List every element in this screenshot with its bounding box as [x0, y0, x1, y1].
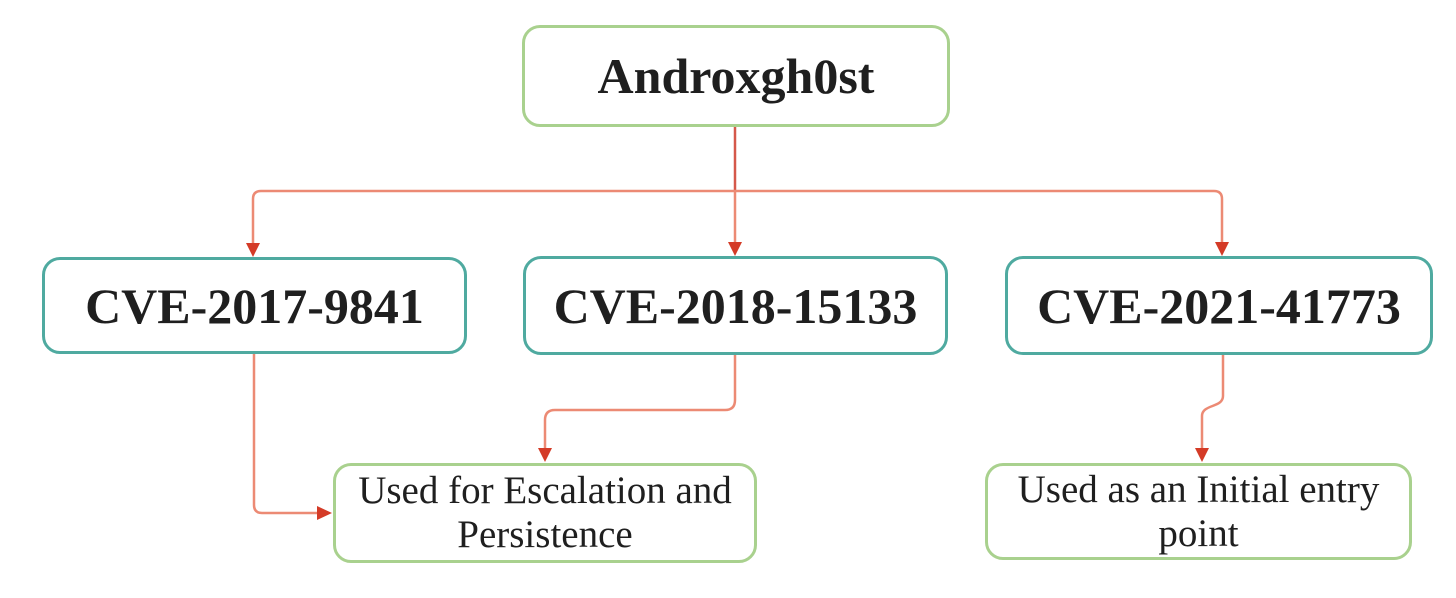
node-initial-entry-point-label: Used as an Initial entry point	[1017, 467, 1380, 555]
node-androxgh0st: Androxgh0st	[522, 25, 950, 127]
arrowhead-down-cve2-icon	[728, 242, 742, 256]
edge-bus-root-to-cve1-cve3	[251, 189, 1224, 243]
edge-cve2-to-escalation	[543, 355, 737, 448]
arrowhead-down-escalation-icon	[538, 448, 552, 462]
node-cve-2017-9841-label: CVE-2017-9841	[85, 277, 424, 334]
node-cve-2021-41773-label: CVE-2021-41773	[1037, 277, 1401, 334]
node-cve-2017-9841: CVE-2017-9841	[42, 257, 467, 354]
edge-cve1-to-escalation	[252, 354, 317, 515]
arrowhead-right-escalation-icon	[317, 506, 332, 520]
node-initial-entry-point: Used as an Initial entry point	[985, 463, 1412, 560]
node-cve-2021-41773: CVE-2021-41773	[1005, 256, 1433, 355]
node-escalation-persistence-label: Used for Escalation and Persistence	[358, 469, 732, 556]
arrowhead-down-entry-icon	[1195, 448, 1209, 462]
node-androxgh0st-label: Androxgh0st	[597, 48, 875, 104]
arrowhead-down-cve3-icon	[1215, 242, 1229, 256]
arrowhead-down-cve1-icon	[246, 243, 260, 257]
node-cve-2018-15133-label: CVE-2018-15133	[553, 277, 918, 334]
node-escalation-persistence: Used for Escalation and Persistence	[333, 463, 757, 563]
node-cve-2018-15133: CVE-2018-15133	[523, 256, 948, 355]
edge-cve3-to-entry	[1200, 355, 1225, 448]
